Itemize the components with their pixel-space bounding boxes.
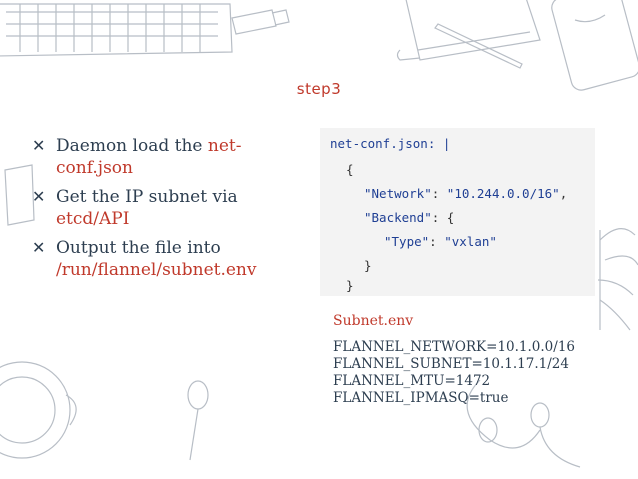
code-line: net-conf.json: | [330, 136, 451, 151]
spoon-sketch [187, 380, 209, 461]
bullet-highlight: net-conf.json [56, 136, 242, 178]
bullet-highlight: /run/flannel/subnet.env [56, 260, 257, 280]
env-line: FLANNEL_IPMASQ=true [333, 390, 509, 406]
env-file-title: Subnet.env [333, 313, 414, 329]
bullet-item: ✕ Output the file into /run/flannel/subn… [32, 237, 317, 281]
bullet-item: ✕ Daemon load the net-conf.json [32, 135, 317, 179]
bullet-text: Output the file into [56, 238, 221, 258]
env-line: FLANNEL_NETWORK=10.1.0.0/16 [333, 339, 575, 355]
cross-bullet-icon: ✕ [32, 187, 46, 206]
bullet-text: Daemon load the [56, 136, 208, 156]
bullet-list: ✕ Daemon load the net-conf.json ✕ Get th… [32, 135, 317, 288]
bullet-highlight: etcd/API [56, 209, 130, 229]
phone-sketch [551, 0, 638, 91]
keyboard-sketch [0, 3, 233, 57]
coffee-cup-sketch [0, 361, 77, 459]
env-file-contents: FLANNEL_NETWORK=10.1.0.0/16 FLANNEL_SUBN… [333, 339, 575, 407]
cross-bullet-icon: ✕ [32, 136, 46, 155]
code-line: "Type": "vxlan" [384, 234, 497, 249]
code-line: { [346, 162, 354, 177]
env-line: FLANNEL_SUBNET=10.1.17.1/24 [333, 356, 569, 372]
notebook-sketch [396, 0, 541, 61]
bullet-text: Get the IP subnet via [56, 187, 238, 207]
slide-title: step3 [296, 80, 342, 98]
code-line: } [364, 258, 372, 273]
sticky-note-sketch [4, 164, 35, 226]
usb-stick-sketch [231, 9, 290, 35]
code-line: "Network": "10.244.0.0/16", [364, 186, 568, 201]
code-line: } [346, 278, 354, 293]
bullet-item: ✕ Get the IP subnet via etcd/API [32, 186, 317, 230]
env-line: FLANNEL_MTU=1472 [333, 373, 491, 389]
pen-sketch [434, 23, 523, 69]
code-line: "Backend": { [364, 210, 455, 225]
code-snippet: net-conf.json: | { "Network": "10.244.0.… [320, 128, 595, 296]
cross-bullet-icon: ✕ [32, 238, 46, 257]
plant-sketch [597, 228, 638, 331]
